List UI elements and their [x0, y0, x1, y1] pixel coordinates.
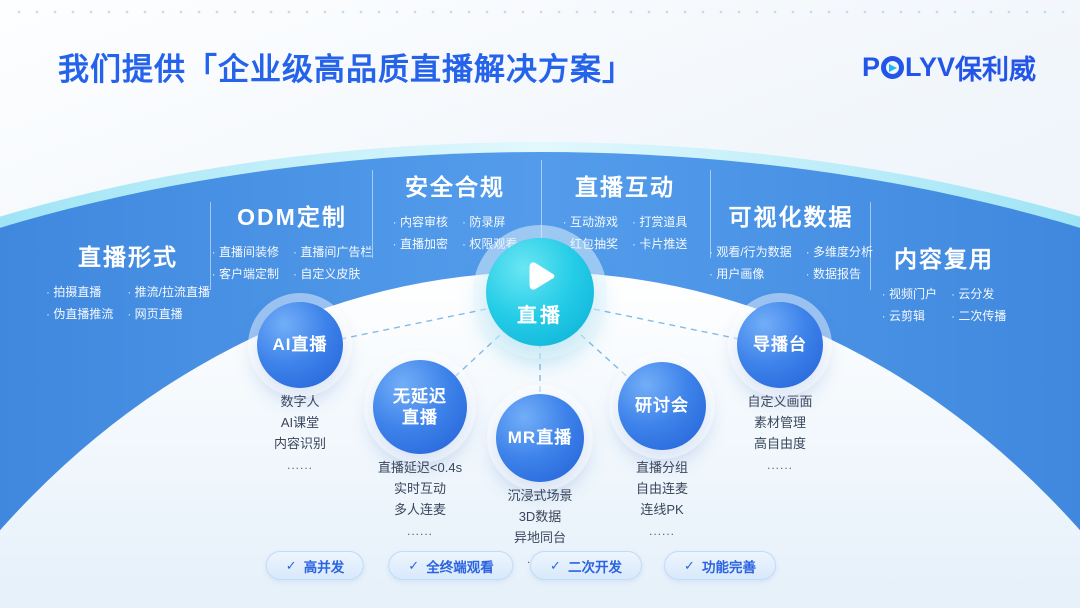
- logo-text-p: P: [861, 52, 880, 82]
- feature-more: ......: [406, 524, 433, 539]
- feature-item: 素材管理: [753, 414, 806, 430]
- node-label: 导播台: [753, 335, 807, 355]
- band-item: 视频门户: [882, 285, 937, 302]
- band-item: 用户画像: [709, 265, 764, 282]
- section-divider: [710, 170, 711, 258]
- section-divider: [210, 202, 211, 290]
- center-node-live: 直播: [486, 238, 594, 346]
- node-mr-live: MR直播: [496, 394, 584, 482]
- feature-item: 连线PK: [640, 501, 684, 517]
- badge-high-concurrency: ✓ 高并发: [265, 551, 365, 580]
- band-item: 推流/拉流直播: [127, 283, 210, 300]
- band-section-title: 内容复用: [894, 246, 994, 272]
- band-item: 打赏道具: [632, 213, 687, 230]
- section-divider: [372, 170, 373, 258]
- band-item: 多维度分析: [806, 243, 873, 260]
- band-section-interaction: 直播互动 互动游戏 红包抽奖 打赏道具 卡片推送: [563, 168, 687, 252]
- band-item: 内容审核: [393, 213, 448, 230]
- badge-complete-features: ✓ 功能完善: [664, 551, 776, 580]
- feature-item: 高自由度: [753, 435, 806, 451]
- badge-secondary-development: ✓ 二次开发: [530, 551, 642, 580]
- play-icon: [529, 261, 555, 290]
- feature-list-no-delay: 直播延迟<0.4s 实时互动 多人连麦 ......: [340, 458, 500, 542]
- band-section-live-formats: 直播形式 拍摄直播 伪直播推流 推流/拉流直播 网页直播: [46, 238, 210, 322]
- band-item: 拍摄直播: [46, 283, 101, 300]
- feature-item: 直播延迟<0.4s: [377, 460, 463, 475]
- check-icon: ✓: [684, 557, 695, 573]
- feature-list-ai-live: 数字人 AI课堂 内容识别 ......: [220, 392, 380, 476]
- band-item: 直播间广告栏: [293, 243, 372, 260]
- band-item: 红包抽奖: [563, 235, 618, 252]
- feature-item: 自由连麦: [635, 480, 688, 496]
- section-divider: [541, 160, 542, 248]
- node-label: 无延迟 直播: [393, 386, 447, 427]
- band-section-title: ODM定制: [237, 204, 347, 230]
- logo-text-cn: 保利威: [955, 55, 1036, 85]
- feature-item: 数字人: [280, 394, 320, 409]
- check-icon: ✓: [408, 557, 420, 573]
- check-icon: ✓: [550, 557, 561, 573]
- badge-label: 功能完善: [701, 559, 756, 575]
- feature-more: ......: [648, 524, 675, 539]
- feature-item: AI课堂: [280, 414, 320, 430]
- feature-item: 直播分组: [635, 460, 688, 475]
- band-item: 客户端定制: [212, 265, 279, 282]
- band-section-odm: ODM定制 直播间装修 客户端定制 直播间广告栏 自定义皮肤: [212, 198, 372, 282]
- band-item: 云剪辑: [882, 307, 925, 324]
- band-item: 自定义皮肤: [293, 265, 360, 282]
- band-item: 防录屏: [462, 213, 505, 230]
- feature-item: 多人连麦: [393, 501, 446, 517]
- band-section-title: 可视化数据: [728, 204, 854, 230]
- band-item: 互动游戏: [563, 213, 618, 230]
- band-item: 权限观看: [462, 235, 517, 252]
- page-title: 我们提供「企业级高品质直播解决方案」: [58, 52, 634, 87]
- band-section-content-reuse: 内容复用 视频门户 云剪辑 云分发 二次传播: [882, 240, 1006, 324]
- feature-item: 自定义画面: [747, 394, 813, 409]
- node-director-console: 导播台: [737, 302, 823, 388]
- band-section-security: 安全合规 内容审核 直播加密 防录屏 权限观看: [393, 168, 517, 252]
- feature-more: ......: [766, 458, 793, 473]
- band-section-title: 直播互动: [575, 174, 675, 200]
- band-item: 直播间装修: [212, 243, 279, 260]
- node-label: MR直播: [507, 428, 573, 448]
- node-seminar: 研讨会: [618, 362, 706, 450]
- band-section-title: 安全合规: [405, 174, 505, 200]
- badge-all-terminal-viewing: ✓ 全终端观看: [388, 551, 514, 580]
- feature-item: 实时互动: [393, 480, 446, 496]
- feature-more: ......: [286, 458, 313, 473]
- node-no-delay-live: 无延迟 直播: [373, 360, 467, 454]
- feature-item: 沉浸式场景: [507, 488, 573, 503]
- feature-item: 异地同台: [513, 529, 566, 545]
- band-item: 数据报告: [806, 265, 861, 282]
- band-item: 二次传播: [951, 307, 1006, 324]
- feature-item: 3D数据: [518, 508, 562, 524]
- badge-label: 高并发: [303, 559, 345, 575]
- center-node-label: 直播: [517, 304, 563, 327]
- band-item: 观看/行为数据: [709, 243, 791, 260]
- band-item: 云分发: [951, 285, 994, 302]
- band-item: 卡片推送: [632, 235, 687, 252]
- feature-item: 内容识别: [273, 435, 326, 451]
- badge-label: 全终端观看: [426, 559, 494, 575]
- check-icon: ✓: [285, 557, 297, 573]
- node-label: 研讨会: [635, 396, 689, 416]
- band-item: 直播加密: [393, 235, 448, 252]
- logo-text-lyv: LYV: [904, 52, 955, 82]
- decorative-dots: [10, 9, 1070, 15]
- node-label: AI直播: [272, 335, 328, 355]
- band-section-title: 直播形式: [77, 244, 178, 270]
- feature-list-director-console: 自定义画面 素材管理 高自由度 ......: [700, 392, 860, 476]
- logo-o-play-icon: [880, 56, 904, 79]
- band-item: 伪直播推流: [46, 305, 113, 322]
- badge-label: 二次开发: [567, 559, 622, 575]
- feature-list-seminar: 直播分组 自由连麦 连线PK ......: [582, 458, 742, 542]
- band-section-data-visualization: 可视化数据 观看/行为数据 用户画像 多维度分析 数据报告: [709, 198, 873, 282]
- node-ai-live: AI直播: [257, 302, 343, 388]
- band-item: 网页直播: [127, 305, 183, 322]
